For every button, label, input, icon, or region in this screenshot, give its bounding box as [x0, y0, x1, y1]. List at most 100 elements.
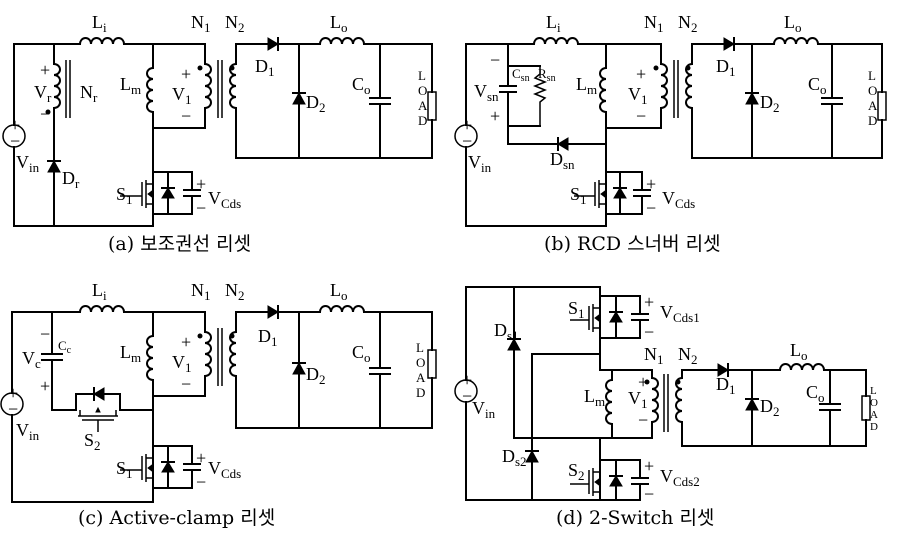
- svg-text:Vin: Vin: [472, 398, 496, 421]
- load-label-b: L O A D: [868, 68, 878, 128]
- svg-text:L: L: [868, 68, 876, 83]
- svg-text:−: −: [644, 322, 654, 342]
- svg-text:−: −: [196, 198, 206, 218]
- svg-text:Dr: Dr: [62, 168, 80, 191]
- svg-text:V1: V1: [172, 84, 192, 107]
- svg-text:+: +: [462, 115, 472, 135]
- svg-text:+: +: [646, 174, 656, 194]
- svg-text:+: +: [462, 370, 472, 390]
- svg-text:Lm: Lm: [584, 386, 605, 409]
- svg-text:−: −: [10, 131, 20, 151]
- svg-text:A: A: [868, 98, 878, 113]
- svg-text:+: +: [638, 372, 648, 392]
- svg-text:VCds2: VCds2: [660, 466, 700, 489]
- svg-text:VCds1: VCds1: [660, 302, 700, 325]
- svg-text:S1: S1: [568, 298, 585, 321]
- svg-text:+: +: [40, 376, 50, 396]
- svg-text:Vin: Vin: [16, 420, 40, 443]
- svg-text:V1: V1: [628, 84, 648, 107]
- svg-text:D: D: [418, 113, 427, 128]
- svg-text:Lm: Lm: [120, 342, 141, 365]
- svg-text:N2: N2: [678, 12, 698, 35]
- svg-text:+: +: [644, 292, 654, 312]
- svg-text:A: A: [416, 370, 426, 385]
- svg-text:L: L: [418, 68, 426, 83]
- svg-text:O: O: [868, 83, 877, 98]
- svg-text:+: +: [181, 332, 191, 352]
- svg-text:Ds2: Ds2: [502, 446, 527, 469]
- svg-text:L: L: [416, 340, 424, 355]
- circuit-a: [2, 37, 437, 227]
- svg-text:Csn: Csn: [512, 66, 530, 84]
- svg-text:Li: Li: [546, 12, 561, 35]
- svg-text:N1: N1: [191, 280, 211, 303]
- svg-text:−: −: [490, 50, 500, 70]
- svg-text:+: +: [636, 64, 646, 84]
- svg-text:S2: S2: [568, 460, 585, 483]
- svg-text:Nr: Nr: [80, 82, 98, 105]
- svg-text:D: D: [416, 385, 425, 400]
- svg-text:V1: V1: [172, 352, 192, 375]
- svg-text:O: O: [416, 355, 425, 370]
- circuit-d: [454, 286, 871, 501]
- svg-text:D1: D1: [258, 326, 278, 349]
- svg-text:D2: D2: [760, 396, 780, 419]
- svg-text:−: −: [462, 131, 472, 151]
- svg-text:Co: Co: [352, 74, 371, 97]
- svg-text:D2: D2: [760, 92, 780, 115]
- svg-text:Lm: Lm: [576, 74, 597, 97]
- svg-text:A: A: [870, 409, 878, 421]
- svg-text:−: −: [646, 198, 656, 218]
- svg-text:L: L: [870, 385, 877, 397]
- svg-text:D: D: [870, 421, 878, 433]
- svg-text:Lo: Lo: [784, 12, 802, 35]
- svg-text:−: −: [181, 374, 191, 394]
- svg-text:Lo: Lo: [330, 280, 348, 303]
- circuit-c: [0, 305, 437, 503]
- svg-text:Lm: Lm: [120, 74, 141, 97]
- svg-text:+: +: [196, 174, 206, 194]
- svg-text:N1: N1: [191, 12, 211, 35]
- svg-text:D1: D1: [716, 56, 736, 79]
- svg-text:S1: S1: [116, 458, 133, 481]
- svg-text:Lo: Lo: [790, 340, 808, 363]
- svg-text:+: +: [8, 383, 18, 403]
- svg-text:Vin: Vin: [468, 152, 492, 175]
- caption-b: (b) RCD 스너버 리셋: [544, 233, 721, 255]
- svg-text:N1: N1: [644, 344, 664, 367]
- svg-text:O: O: [418, 83, 427, 98]
- svg-text:Vsn: Vsn: [474, 81, 499, 104]
- load-label-d: L O A D: [870, 385, 878, 433]
- svg-text:VCds: VCds: [208, 458, 241, 481]
- svg-text:Ds1: Ds1: [494, 320, 519, 343]
- svg-text:Dsn: Dsn: [550, 149, 575, 172]
- svg-text:S1: S1: [570, 184, 587, 207]
- svg-text:VCds: VCds: [208, 188, 241, 211]
- svg-text:N1: N1: [644, 12, 664, 35]
- svg-text:−: −: [181, 106, 191, 126]
- load-label-c: L O A D: [416, 340, 426, 400]
- svg-text:Li: Li: [92, 12, 107, 35]
- svg-text:−: −: [40, 104, 50, 124]
- svg-text:−: −: [40, 324, 50, 344]
- svg-text:Li: Li: [92, 280, 107, 303]
- svg-text:+: +: [196, 448, 206, 468]
- svg-text:+: +: [40, 60, 50, 80]
- svg-text:−: −: [636, 106, 646, 126]
- svg-text:Co: Co: [806, 382, 825, 405]
- svg-text:Vr: Vr: [34, 82, 52, 105]
- svg-text:O: O: [870, 397, 878, 409]
- caption-c: (c) Active-clamp 리셋: [78, 507, 275, 529]
- svg-text:+: +: [10, 115, 20, 135]
- svg-text:−: −: [462, 386, 472, 406]
- svg-text:Co: Co: [352, 342, 371, 365]
- svg-text:Lo: Lo: [330, 12, 348, 35]
- svg-text:+: +: [181, 64, 191, 84]
- svg-text:D1: D1: [716, 374, 736, 397]
- svg-text:N2: N2: [678, 344, 698, 367]
- svg-text:S2: S2: [84, 430, 101, 453]
- svg-text:S1: S1: [116, 184, 133, 207]
- svg-text:−: −: [196, 472, 206, 492]
- load-label-a: L O A D: [418, 68, 428, 128]
